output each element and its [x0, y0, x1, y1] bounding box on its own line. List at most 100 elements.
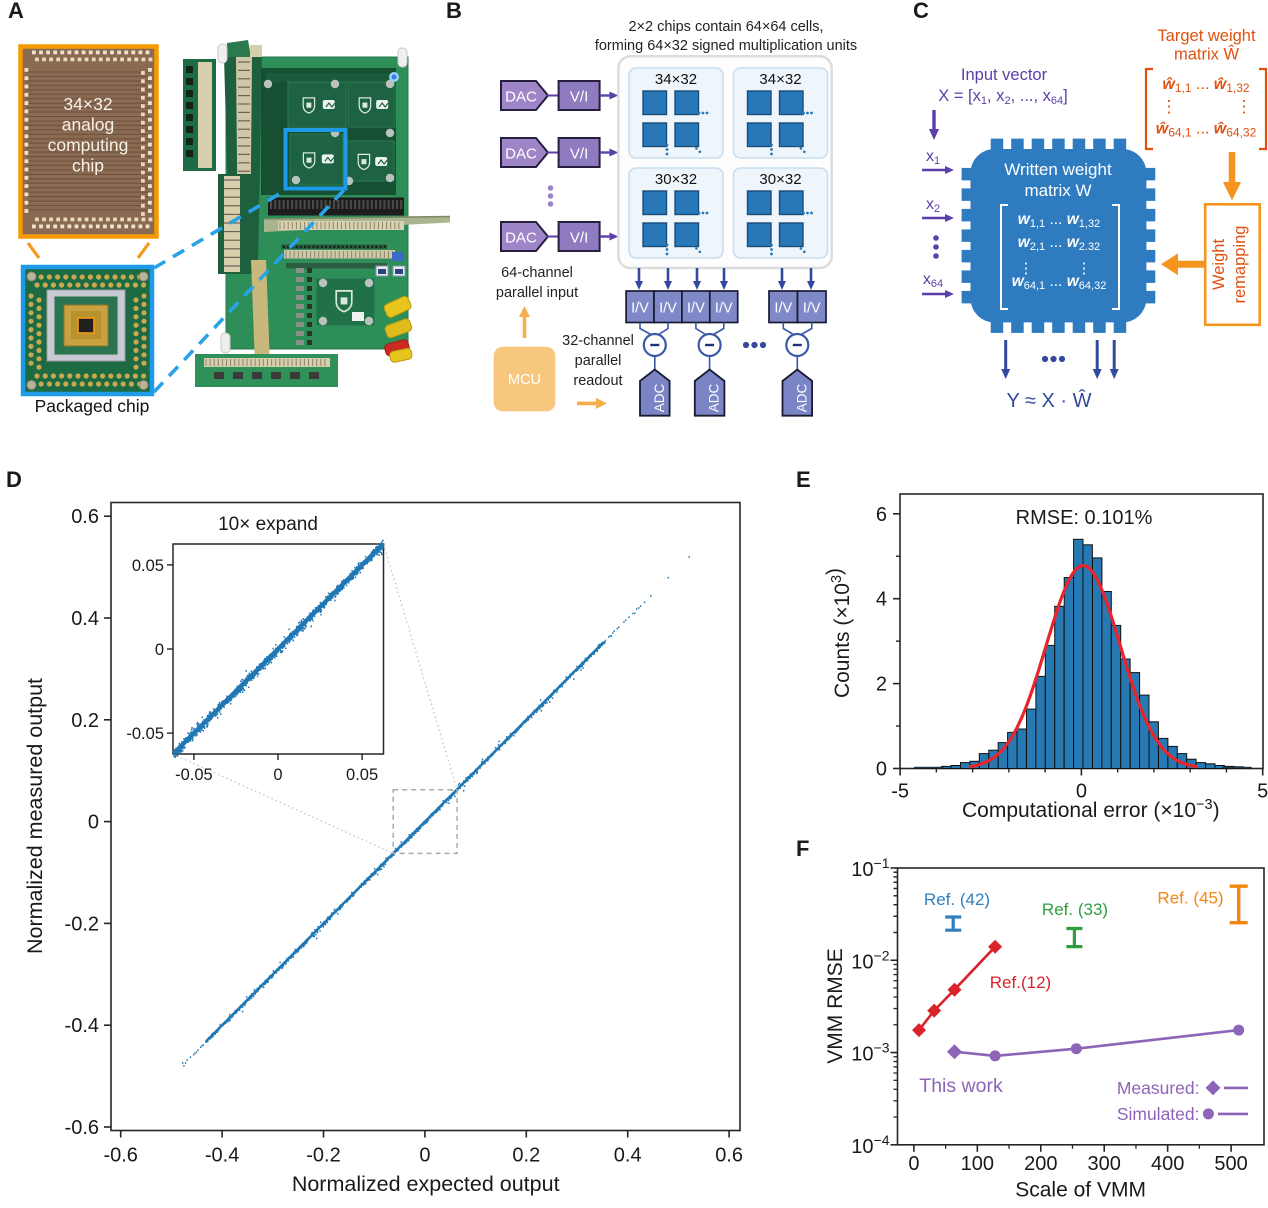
- svg-text:2: 2: [876, 674, 887, 696]
- svg-text:x1: x1: [926, 148, 940, 167]
- svg-text:0: 0: [155, 641, 164, 659]
- svg-text:Normalized measured output: Normalized measured output: [23, 678, 47, 954]
- svg-text:ADC: ADC: [707, 384, 722, 413]
- svg-text:0: 0: [88, 812, 99, 834]
- svg-text:I/V: I/V: [715, 301, 733, 317]
- svg-text:Scale of VMM: Scale of VMM: [1015, 1179, 1146, 1202]
- svg-text:⋮: ⋮: [1077, 260, 1092, 277]
- svg-text:30×32: 30×32: [655, 171, 697, 188]
- svg-text:0: 0: [1076, 781, 1087, 803]
- svg-text:D: D: [6, 467, 22, 492]
- svg-text:V/I: V/I: [570, 146, 588, 163]
- svg-text:-0.2: -0.2: [306, 1145, 340, 1167]
- svg-text:I/V: I/V: [803, 301, 821, 317]
- svg-text:10−4: 10−4: [851, 1132, 889, 1158]
- svg-text:DAC: DAC: [505, 89, 537, 106]
- svg-text:0.4: 0.4: [71, 608, 99, 630]
- svg-text:64-channel: 64-channel: [501, 265, 573, 281]
- svg-text:forming 64×32 signed multiplic: forming 64×32 signed multiplication unit…: [595, 38, 857, 54]
- svg-text:10−2: 10−2: [851, 947, 889, 973]
- svg-text:500: 500: [1214, 1153, 1247, 1175]
- svg-text:32-channel: 32-channel: [562, 333, 634, 349]
- svg-text:34×32: 34×32: [759, 71, 801, 88]
- svg-text:Y ≈ X · Ŵ: Y ≈ X · Ŵ: [1006, 389, 1091, 412]
- svg-text:6: 6: [876, 504, 887, 526]
- svg-text:I/V: I/V: [659, 301, 677, 317]
- svg-text:computing: computing: [48, 135, 129, 155]
- svg-text:matrix W: matrix W: [1024, 181, 1091, 200]
- svg-text:chip: chip: [72, 156, 104, 176]
- svg-text:B: B: [446, 0, 462, 23]
- svg-text:This work: This work: [919, 1075, 1003, 1097]
- svg-text:X = [x1, x2, ..., x64]: X = [x1, x2, ..., x64]: [938, 87, 1068, 107]
- svg-text:ADC: ADC: [794, 384, 809, 413]
- svg-text:Computational error (×10−3): Computational error (×10−3): [962, 797, 1220, 822]
- svg-text:Normalized expected output: Normalized expected output: [292, 1172, 560, 1196]
- svg-text:0: 0: [273, 766, 282, 784]
- svg-text:I/V: I/V: [631, 301, 649, 317]
- svg-text:0.2: 0.2: [71, 710, 99, 732]
- svg-text:Weight: Weight: [1210, 239, 1228, 290]
- svg-text:C: C: [913, 0, 929, 23]
- svg-text:34×32: 34×32: [655, 71, 697, 88]
- svg-text:Packaged chip: Packaged chip: [35, 396, 150, 416]
- svg-text:RMSE: 0.101%: RMSE: 0.101%: [1016, 507, 1153, 529]
- svg-text:0: 0: [876, 759, 887, 781]
- svg-text:-0.6: -0.6: [103, 1145, 137, 1167]
- svg-text:analog: analog: [62, 115, 115, 135]
- svg-text:Measured:: Measured:: [1117, 1078, 1200, 1098]
- svg-text:remapping: remapping: [1231, 226, 1249, 304]
- svg-text:readout: readout: [573, 373, 622, 389]
- svg-text:Counts (×103): Counts (×103): [823, 568, 854, 698]
- svg-text:DAC: DAC: [505, 146, 537, 163]
- svg-text:10−1: 10−1: [851, 855, 889, 881]
- svg-text:0: 0: [908, 1153, 919, 1175]
- svg-text:w64,1 ... w64,32: w64,1 ... w64,32: [1012, 273, 1107, 292]
- svg-text:4: 4: [876, 589, 887, 611]
- svg-text:Input vector: Input vector: [961, 66, 1048, 84]
- svg-text:30×32: 30×32: [759, 171, 801, 188]
- svg-text:Ref. (42): Ref. (42): [924, 890, 990, 909]
- svg-text:⋮: ⋮: [1236, 97, 1253, 116]
- svg-text:0: 0: [419, 1145, 430, 1167]
- svg-text:0.2: 0.2: [512, 1145, 540, 1167]
- svg-text:x64: x64: [923, 271, 943, 290]
- svg-text:w1,1 ... w1,32: w1,1 ... w1,32: [1018, 211, 1100, 230]
- svg-text:Written weight: Written weight: [1004, 160, 1112, 179]
- svg-text:0.05: 0.05: [346, 766, 378, 784]
- svg-text:0.4: 0.4: [614, 1145, 642, 1167]
- svg-text:0.05: 0.05: [132, 557, 164, 575]
- svg-text:Ref.(12): Ref.(12): [990, 973, 1051, 992]
- svg-text:MCU: MCU: [508, 372, 541, 388]
- svg-text:I/V: I/V: [774, 301, 792, 317]
- svg-text:34×32: 34×32: [63, 94, 112, 114]
- svg-text:0.6: 0.6: [715, 1145, 743, 1167]
- svg-text:ŵ64,1 ... ŵ64,32: ŵ64,1 ... ŵ64,32: [1156, 121, 1257, 140]
- svg-text:x2: x2: [926, 196, 940, 215]
- svg-text:F: F: [796, 836, 809, 861]
- svg-text:VMM RMSE: VMM RMSE: [824, 948, 847, 1064]
- svg-text:5: 5: [1257, 781, 1268, 803]
- svg-text:-0.4: -0.4: [65, 1015, 99, 1037]
- svg-text:ŵ1,1 ... ŵ1,32: ŵ1,1 ... ŵ1,32: [1162, 76, 1250, 95]
- svg-text:300: 300: [1088, 1153, 1121, 1175]
- svg-text:10× expand: 10× expand: [218, 514, 318, 535]
- svg-text:matrix Ŵ: matrix Ŵ: [1174, 45, 1240, 64]
- svg-text:DAC: DAC: [505, 230, 537, 247]
- svg-text:V/I: V/I: [570, 89, 588, 106]
- svg-text:-0.6: -0.6: [65, 1117, 99, 1139]
- svg-text:⋮: ⋮: [1161, 97, 1178, 116]
- svg-text:10−3: 10−3: [851, 1040, 889, 1066]
- svg-text:Simulated:: Simulated:: [1117, 1104, 1200, 1124]
- svg-text:⋮: ⋮: [1019, 260, 1034, 277]
- svg-text:-0.05: -0.05: [126, 725, 164, 743]
- svg-text:w2,1 ... w2.32: w2,1 ... w2.32: [1018, 234, 1100, 253]
- svg-text:A: A: [8, 0, 24, 23]
- svg-text:-0.4: -0.4: [205, 1145, 239, 1167]
- svg-text:-5: -5: [891, 781, 909, 803]
- svg-text:Target weight: Target weight: [1157, 27, 1256, 45]
- svg-text:parallel input: parallel input: [496, 285, 578, 301]
- svg-text:-0.05: -0.05: [175, 766, 213, 784]
- svg-text:I/V: I/V: [687, 301, 705, 317]
- svg-text:E: E: [796, 467, 811, 492]
